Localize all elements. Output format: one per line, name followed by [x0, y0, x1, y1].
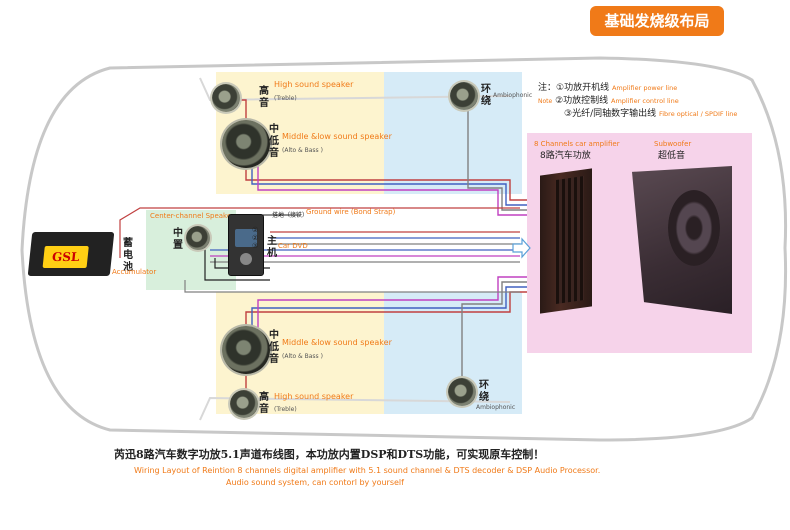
note-1-en: Amplifier power line [611, 84, 678, 92]
top-midbass-label-en: Middle &low sound speaker [282, 132, 392, 141]
head-unit-label-cn: 主机 [267, 236, 277, 259]
top-wire-bundle [240, 99, 527, 216]
note-2-en: Amplifier control line [611, 97, 679, 105]
note-1-cn: ①功放开机线 [556, 83, 610, 93]
bottom-surround-label-en: Ambiophonic [476, 404, 516, 411]
ground-wire-label-en: Ground wire (Bond Strap) [306, 208, 396, 216]
subwoofer-label-en: Subwoofer [654, 140, 692, 148]
car-dvd-screen [235, 229, 257, 247]
notes-block: 注：①功放开机线 Amplifier power line Note ②功放控制… [538, 82, 758, 121]
circled-2-marker: ② [252, 234, 259, 242]
bottom-tweeter-label-sub: (Treble) [274, 406, 297, 413]
battery-label-cn: 蓄电池 [123, 238, 133, 273]
top-tweeter-label-en: High sound speaker [274, 80, 354, 89]
circled-1-marker: ① [252, 226, 259, 234]
battery-brand-logo: GSL [42, 246, 89, 268]
caption-chinese: 芮迅8路汽车数字功放5.1声道布线图，本功放内置DSP和DTS功能，可实现原车控… [114, 448, 545, 461]
bottom-tweeter-speaker [230, 390, 258, 418]
amplifier-label-en: 8 Channels car amplifier [534, 140, 620, 148]
car-inner-outline [199, 77, 511, 421]
note-3-en: Fibre optical / SPDIF line [658, 110, 738, 118]
car-dvd-knob [240, 253, 252, 265]
car-dvd-unit [228, 214, 264, 276]
notes-prefix-en: Note [538, 98, 553, 105]
subwoofer-driver [668, 190, 720, 266]
center-speaker-label-en: Center-channel Speaker [150, 212, 235, 220]
bottom-midbass-label-sub: (Alto & Bass ) [282, 353, 323, 360]
bottom-midbass-label-cn: 中低音 [269, 330, 279, 365]
note-2-cn: ②功放控制线 [555, 96, 609, 106]
battery-image: GSL [27, 232, 115, 276]
subwoofer-label-cn: 超低音 [658, 151, 686, 161]
top-surround-label-en: Ambiophonic [493, 92, 533, 99]
note-3-cn: ③光纤/同轴数字输出线 [564, 109, 657, 119]
center-speaker-label-cn: 中置 [173, 228, 183, 251]
title-badge: 基础发烧级布局 [590, 6, 724, 36]
amplifier-label-cn: 8路汽车功放 [540, 151, 591, 161]
top-midbass-label-sub: (Alto & Bass ) [282, 147, 323, 154]
car-body-outline [20, 56, 788, 442]
bottom-midbass-label-en: Middle &low sound speaker [282, 338, 392, 347]
amplifier-heatsink [556, 176, 584, 304]
battery-label-en: Accumulator [112, 268, 157, 276]
circled-3-marker: ③ [252, 242, 259, 250]
notes-prefix-cn: 注： [538, 83, 557, 93]
signal-arrow [512, 237, 531, 259]
top-midbass-speaker [222, 120, 270, 168]
top-surround-label-cn: 环绕 [481, 84, 491, 107]
bottom-surround-speaker [448, 378, 476, 406]
bottom-tweeter-label-cn: 高音 [259, 392, 269, 415]
ground-wire-label-cn: 搭地（接铁） [272, 212, 309, 219]
bottom-midbass-speaker [222, 326, 270, 374]
caption-english-line-2: Audio sound system, can contorl by yours… [226, 478, 404, 487]
top-tweeter-label-cn: 高音 [259, 86, 269, 109]
center-speaker [186, 226, 210, 250]
caption-english-line-1: Wiring Layout of Reintion 8 channels dig… [134, 466, 601, 475]
top-midbass-label-cn: 中低音 [269, 124, 279, 159]
top-tweeter-speaker [212, 84, 240, 112]
top-tweeter-label-sub: (Treble) [274, 95, 297, 102]
bottom-surround-label-cn: 环绕 [479, 380, 489, 403]
bottom-tweeter-label-en: High sound speaker [274, 392, 354, 401]
top-surround-speaker [450, 82, 478, 110]
head-unit-label-en: Car DVD [278, 242, 308, 250]
